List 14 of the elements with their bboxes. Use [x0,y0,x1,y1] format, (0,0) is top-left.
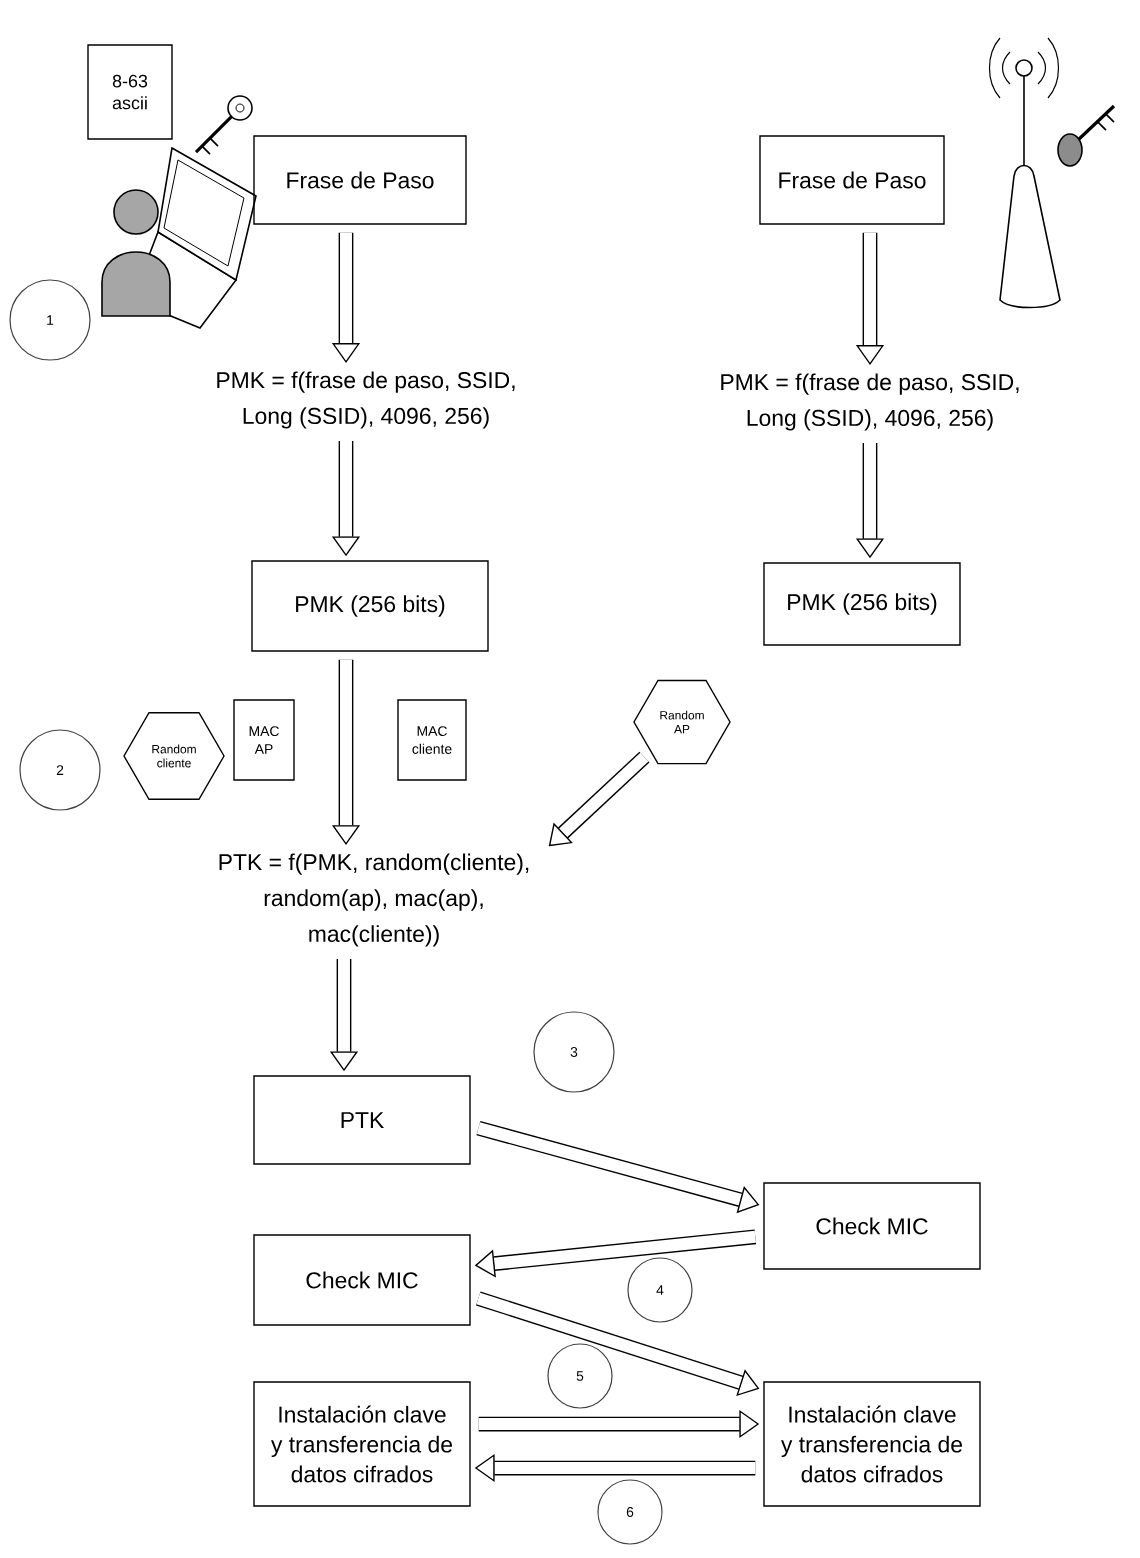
process-box: PMK (256 bits) [763,562,961,646]
process-box: Check MIC [253,1234,471,1326]
process-box: PTK [253,1075,471,1165]
process-box: Check MIC [763,1182,981,1270]
formula-text: PMK = f(frase de paso, SSID, Long (SSID), 4096, 256) [721,373,1019,431]
formula-text: PMK = f(frase de paso, SSID, Long (SSID), 4096, 256) [217,371,515,429]
process-box: Frase de Paso [253,135,467,225]
process-box: Instalación clave y transferencia de datos cifrados [763,1381,981,1507]
process-box: Instalación clave y transferencia de datos cifrados [253,1381,471,1507]
process-box: PMK (256 bits) [251,560,489,652]
process-box: Frase de Paso [759,135,945,225]
note-box: 8-63 ascii [87,44,173,140]
formula-text: PTK = f(PMK, random(cliente), random(ap), mac(ap), mac(cliente)) [219,853,529,947]
hollow-arrow [548,751,650,847]
